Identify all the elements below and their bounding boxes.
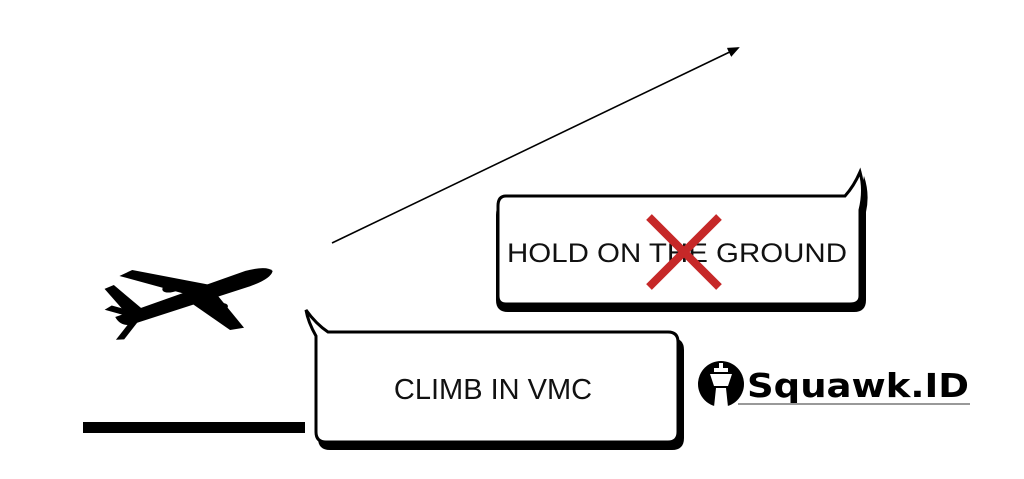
- airplane-icon: [104, 268, 273, 340]
- climb-in-vmc-bubble: CLIMB IN VMC: [304, 309, 684, 450]
- climb-arrow-icon: [331, 47, 740, 244]
- climb-in-vmc-text: CLIMB IN VMC: [394, 374, 592, 406]
- squawk-id-logo: Squawk.ID: [698, 361, 970, 407]
- squawk-id-logo-text: Squawk.ID: [747, 366, 969, 405]
- hold-on-ground-bubble: HOLD ON THE GROUND: [496, 167, 868, 312]
- cross-mark-icon: [646, 214, 722, 290]
- runway-line: [83, 422, 305, 433]
- control-tower-icon: [698, 361, 744, 407]
